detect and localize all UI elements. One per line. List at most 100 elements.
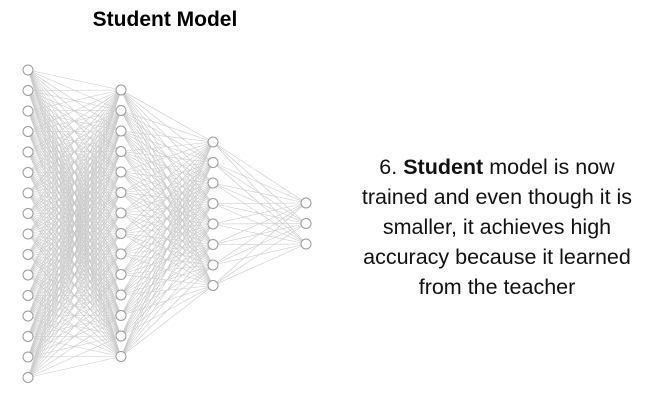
edge-l1-5-0: [120, 141, 214, 193]
edge-l2-0-0: [212, 141, 307, 204]
edge-l0-15-0: [27, 89, 122, 378]
network-nodes: [22, 64, 312, 383]
edge-l0-5-0: [27, 89, 122, 173]
edge-l0-4-0: [27, 89, 122, 153]
edge-l0-15-6: [27, 212, 122, 378]
edge-l1-13-5: [120, 244, 214, 357]
edge-l1-8-0: [120, 141, 214, 255]
edge-l1-13-7: [120, 285, 214, 357]
neuron-layer1-2: [22, 85, 34, 96]
neuron-layer1-5: [22, 146, 34, 158]
edge-l1-1-0: [120, 110, 214, 143]
edge-l0-15-12: [27, 335, 122, 378]
neuron-layer2-4: [115, 146, 127, 157]
edge-l2-4-0: [212, 202, 307, 225]
neuron-layer1-12: [22, 290, 34, 301]
neuron-layer4-3: [300, 238, 312, 250]
neuron-layer1-16: [22, 372, 34, 383]
edge-l1-0-0: [120, 89, 214, 143]
neuron-layer3-1: [207, 136, 219, 148]
edge-l0-15-11: [27, 315, 122, 378]
edge-l0-7-0: [27, 89, 122, 214]
neuron-layer2-1: [115, 84, 127, 96]
neuron-layer2-11: [115, 289, 127, 301]
edge-l0-12-0: [27, 89, 122, 317]
neuron-layer1-9: [22, 228, 34, 240]
neuron-layer3-7: [207, 259, 219, 271]
edge-l1-9-0: [120, 141, 214, 275]
edge-l2-7-2: [212, 243, 307, 286]
edge-l0-9-0: [27, 89, 122, 255]
neuron-layer4-2: [300, 218, 312, 229]
neuron-layer1-15: [22, 351, 34, 363]
neuron-layer1-4: [22, 126, 34, 137]
edge-l1-7-0: [120, 141, 214, 234]
neuron-layer3-4: [207, 198, 219, 209]
edge-l1-13-3: [120, 203, 214, 357]
edge-l0-15-5: [27, 192, 122, 378]
edge-l0-15-2: [27, 130, 122, 378]
edge-l1-13-6: [120, 264, 214, 357]
edge-l0-2-0: [27, 89, 122, 112]
edge-l0-0-0: [27, 69, 122, 91]
neuron-layer3-2: [207, 157, 219, 168]
neuron-layer2-12: [115, 310, 127, 321]
edge-l1-12-0: [120, 141, 214, 337]
neuron-layer2-2: [115, 105, 127, 116]
edge-l1-6-0: [120, 141, 214, 214]
neuron-layer2-3: [115, 125, 127, 137]
neuron-layer1-14: [22, 331, 34, 342]
edge-l1-4-0: [120, 141, 214, 173]
neuron-layer2-14: [115, 351, 127, 362]
edge-l2-5-0: [212, 202, 307, 245]
edge-l2-1-0: [212, 162, 307, 204]
neuron-layer1-13: [22, 310, 34, 322]
edge-l1-3-0: [120, 141, 214, 152]
neuron-layer2-9: [115, 248, 127, 260]
caption-bold-word: Student: [403, 155, 484, 179]
edge-l0-6-0: [27, 89, 122, 194]
edge-l2-3-0: [212, 202, 307, 204]
edge-l1-13-1: [120, 162, 214, 357]
neuron-layer3-5: [207, 218, 219, 230]
edge-l0-3-0: [27, 89, 122, 132]
edge-l2-2-0: [212, 182, 307, 204]
neuron-layer3-8: [207, 280, 219, 291]
neuron-layer2-7: [115, 207, 127, 219]
edge-l0-15-7: [27, 233, 122, 378]
neuron-layer1-10: [22, 249, 34, 260]
edge-l1-2-0: [120, 130, 214, 143]
neuron-layer2-10: [115, 269, 127, 280]
neuron-layer1-3: [22, 105, 34, 117]
edge-l1-13-0: [120, 141, 214, 357]
neuron-layer3-3: [207, 177, 219, 189]
neuron-layer4-1: [300, 197, 312, 209]
neuron-layer2-13: [115, 330, 127, 342]
neuron-layer2-5: [115, 166, 127, 178]
edge-l0-15-8: [27, 253, 122, 378]
edge-l1-11-0: [120, 141, 214, 316]
edge-l1-13-4: [120, 223, 214, 357]
neuron-layer2-6: [115, 187, 127, 198]
edge-l0-11-0: [27, 89, 122, 296]
caption-number: 6.: [379, 155, 398, 179]
edge-l2-7-0: [212, 202, 307, 286]
edge-l0-15-9: [27, 274, 122, 378]
edge-l2-6-0: [212, 202, 307, 266]
edge-l1-10-0: [120, 141, 214, 296]
neuron-layer1-8: [22, 208, 34, 219]
edge-l0-15-3: [27, 151, 122, 378]
edge-l1-13-2: [120, 182, 214, 357]
edge-l0-13-0: [27, 89, 122, 337]
neuron-layer1-11: [22, 269, 34, 281]
neuron-layer1-7: [22, 187, 34, 199]
neuron-layer2-8: [115, 228, 127, 239]
edge-l0-15-10: [27, 294, 122, 378]
caption-rest: model is now trained and even though it …: [361, 155, 633, 299]
edge-l0-14-0: [27, 89, 122, 358]
edge-l2-7-1: [212, 223, 307, 286]
caption-text: 6. Student model is now trained and even…: [352, 152, 642, 302]
edge-l0-15-13: [27, 356, 122, 378]
